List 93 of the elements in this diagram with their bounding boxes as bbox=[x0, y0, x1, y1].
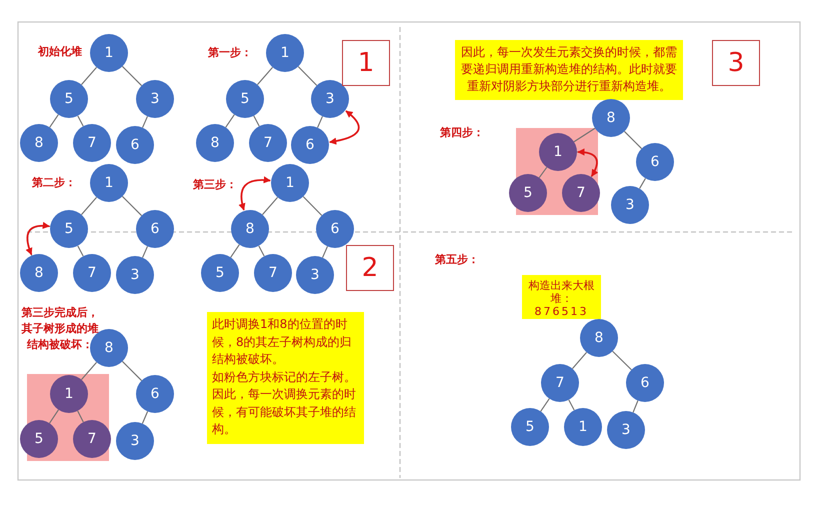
tree-node-circle: 7 bbox=[541, 364, 579, 402]
swap-arrow bbox=[329, 110, 360, 145]
tree-edge bbox=[142, 411, 148, 424]
step-label: 第五步： bbox=[435, 253, 480, 267]
tree-node-circle: 5 bbox=[511, 408, 549, 446]
step-label: 第四步： bbox=[440, 126, 485, 140]
tree-edge bbox=[538, 167, 548, 178]
tree-node-circle: 8 bbox=[20, 254, 58, 292]
step-number-box: 1 bbox=[342, 40, 390, 86]
tree-node-circle: 1 bbox=[50, 375, 88, 413]
tree-edge bbox=[624, 131, 642, 149]
tree-node-circle: 7 bbox=[73, 420, 111, 458]
step-number-box: 3 bbox=[712, 40, 760, 86]
tree-node-circle: 8 bbox=[20, 124, 58, 162]
step-label: 第一步： bbox=[208, 46, 253, 60]
tree-node-circle: 7 bbox=[249, 124, 287, 162]
tree-node-circle: 3 bbox=[116, 422, 154, 460]
tree-node-circle: 8 bbox=[580, 319, 618, 357]
tree-edge bbox=[574, 128, 596, 142]
tree-node-circle: 5 bbox=[20, 420, 58, 458]
tree-node-circle: 3 bbox=[116, 256, 154, 294]
tree-node-circle: 6 bbox=[316, 210, 354, 248]
note-text: 构造出来大根堆： bbox=[528, 279, 596, 305]
tree-edge bbox=[122, 361, 142, 381]
tree-edge bbox=[49, 410, 59, 424]
tree-edge bbox=[253, 116, 260, 126]
tree-node-circle: 7 bbox=[73, 254, 111, 292]
note-text: 876513 bbox=[534, 305, 590, 318]
tree-node-circle: 6 bbox=[636, 143, 674, 181]
tree-node-circle: 8 bbox=[196, 124, 234, 162]
tree-edge bbox=[632, 400, 638, 413]
tree-edge bbox=[81, 362, 97, 380]
tree-node-circle: 3 bbox=[607, 411, 645, 449]
tree-edge bbox=[302, 196, 322, 216]
tree-node-circle: 1 bbox=[90, 34, 128, 72]
note-box bbox=[522, 275, 601, 319]
note-text: 如粉色方块标记的左子树。 bbox=[212, 368, 357, 386]
tree-node-circle: 6 bbox=[116, 126, 154, 164]
tree-node-circle: 3 bbox=[311, 80, 349, 118]
tree-edge bbox=[77, 246, 84, 256]
tree-node-circle: 3 bbox=[296, 256, 334, 294]
tree-edge bbox=[142, 116, 148, 128]
tree-edge bbox=[317, 116, 323, 128]
swap-arrow bbox=[238, 176, 271, 211]
tree-edge bbox=[81, 66, 97, 86]
tree-node-circle: 1 bbox=[539, 133, 577, 171]
tree-edge bbox=[122, 196, 142, 216]
tree-node-circle: 5 bbox=[509, 174, 547, 212]
tree-node-circle: 6 bbox=[136, 375, 174, 413]
tree-edge bbox=[257, 66, 273, 86]
step-label: 第二步： bbox=[32, 176, 77, 190]
tree-node-circle: 8 bbox=[231, 210, 269, 248]
note-text: 因此，每一次发生元素交换的时候，都需要递归调用重新构造堆的结构。此时就要重新对阴影方块部分进行重新构造堆。 bbox=[460, 44, 678, 95]
tree-edge bbox=[122, 66, 142, 86]
tree-node-circle: 1 bbox=[271, 164, 309, 202]
tree-edge bbox=[540, 398, 550, 412]
tree-node-circle: 5 bbox=[50, 210, 88, 248]
tree-node-circle: 6 bbox=[136, 210, 174, 248]
note-box bbox=[207, 312, 364, 444]
tree-node-circle: 6 bbox=[626, 364, 664, 402]
tree-node-circle: 5 bbox=[50, 80, 88, 118]
tree-node-circle: 3 bbox=[136, 80, 174, 118]
tree-edge bbox=[568, 400, 575, 410]
tree-node-circle: 5 bbox=[201, 254, 239, 292]
tree-edge bbox=[142, 246, 148, 258]
tree-node-circle: 7 bbox=[562, 174, 600, 212]
tree-edge bbox=[262, 196, 278, 216]
tree-node-circle: 7 bbox=[73, 124, 111, 162]
tree-edge bbox=[612, 350, 632, 370]
step-number-box: 2 bbox=[346, 245, 394, 291]
tree-edge bbox=[225, 114, 235, 128]
tree-node-circle: 1 bbox=[564, 408, 602, 446]
tree-edge bbox=[298, 66, 318, 86]
tree-node-circle: 1 bbox=[90, 164, 128, 202]
tree-edge bbox=[572, 352, 587, 369]
tree-node-circle: 6 bbox=[291, 126, 329, 164]
tree-edge bbox=[49, 114, 59, 128]
step-label: 第三步： bbox=[193, 178, 238, 192]
tree-edge bbox=[77, 410, 84, 422]
tree-node-circle: 5 bbox=[226, 80, 264, 118]
note-text: 此时调换1和8的位置的时候，8的其左子树构成的归结构被破坏。 bbox=[212, 316, 353, 368]
tree-edge bbox=[230, 244, 240, 258]
tree-node-circle: 3 bbox=[611, 186, 649, 224]
tree-node-circle: 1 bbox=[266, 34, 304, 72]
note-text: 因此，每一次调换元素的时候，有可能破坏其子堆的结构。 bbox=[212, 386, 357, 438]
tree-edge bbox=[639, 178, 646, 189]
tree-node-circle: 8 bbox=[592, 99, 630, 137]
tree-edge bbox=[258, 246, 265, 256]
step-label: 初始化堆 bbox=[38, 45, 83, 59]
tree-edge bbox=[81, 196, 97, 216]
tree-edge bbox=[77, 116, 84, 126]
tree-edge bbox=[322, 246, 328, 258]
tree-node-circle: 7 bbox=[254, 254, 292, 292]
